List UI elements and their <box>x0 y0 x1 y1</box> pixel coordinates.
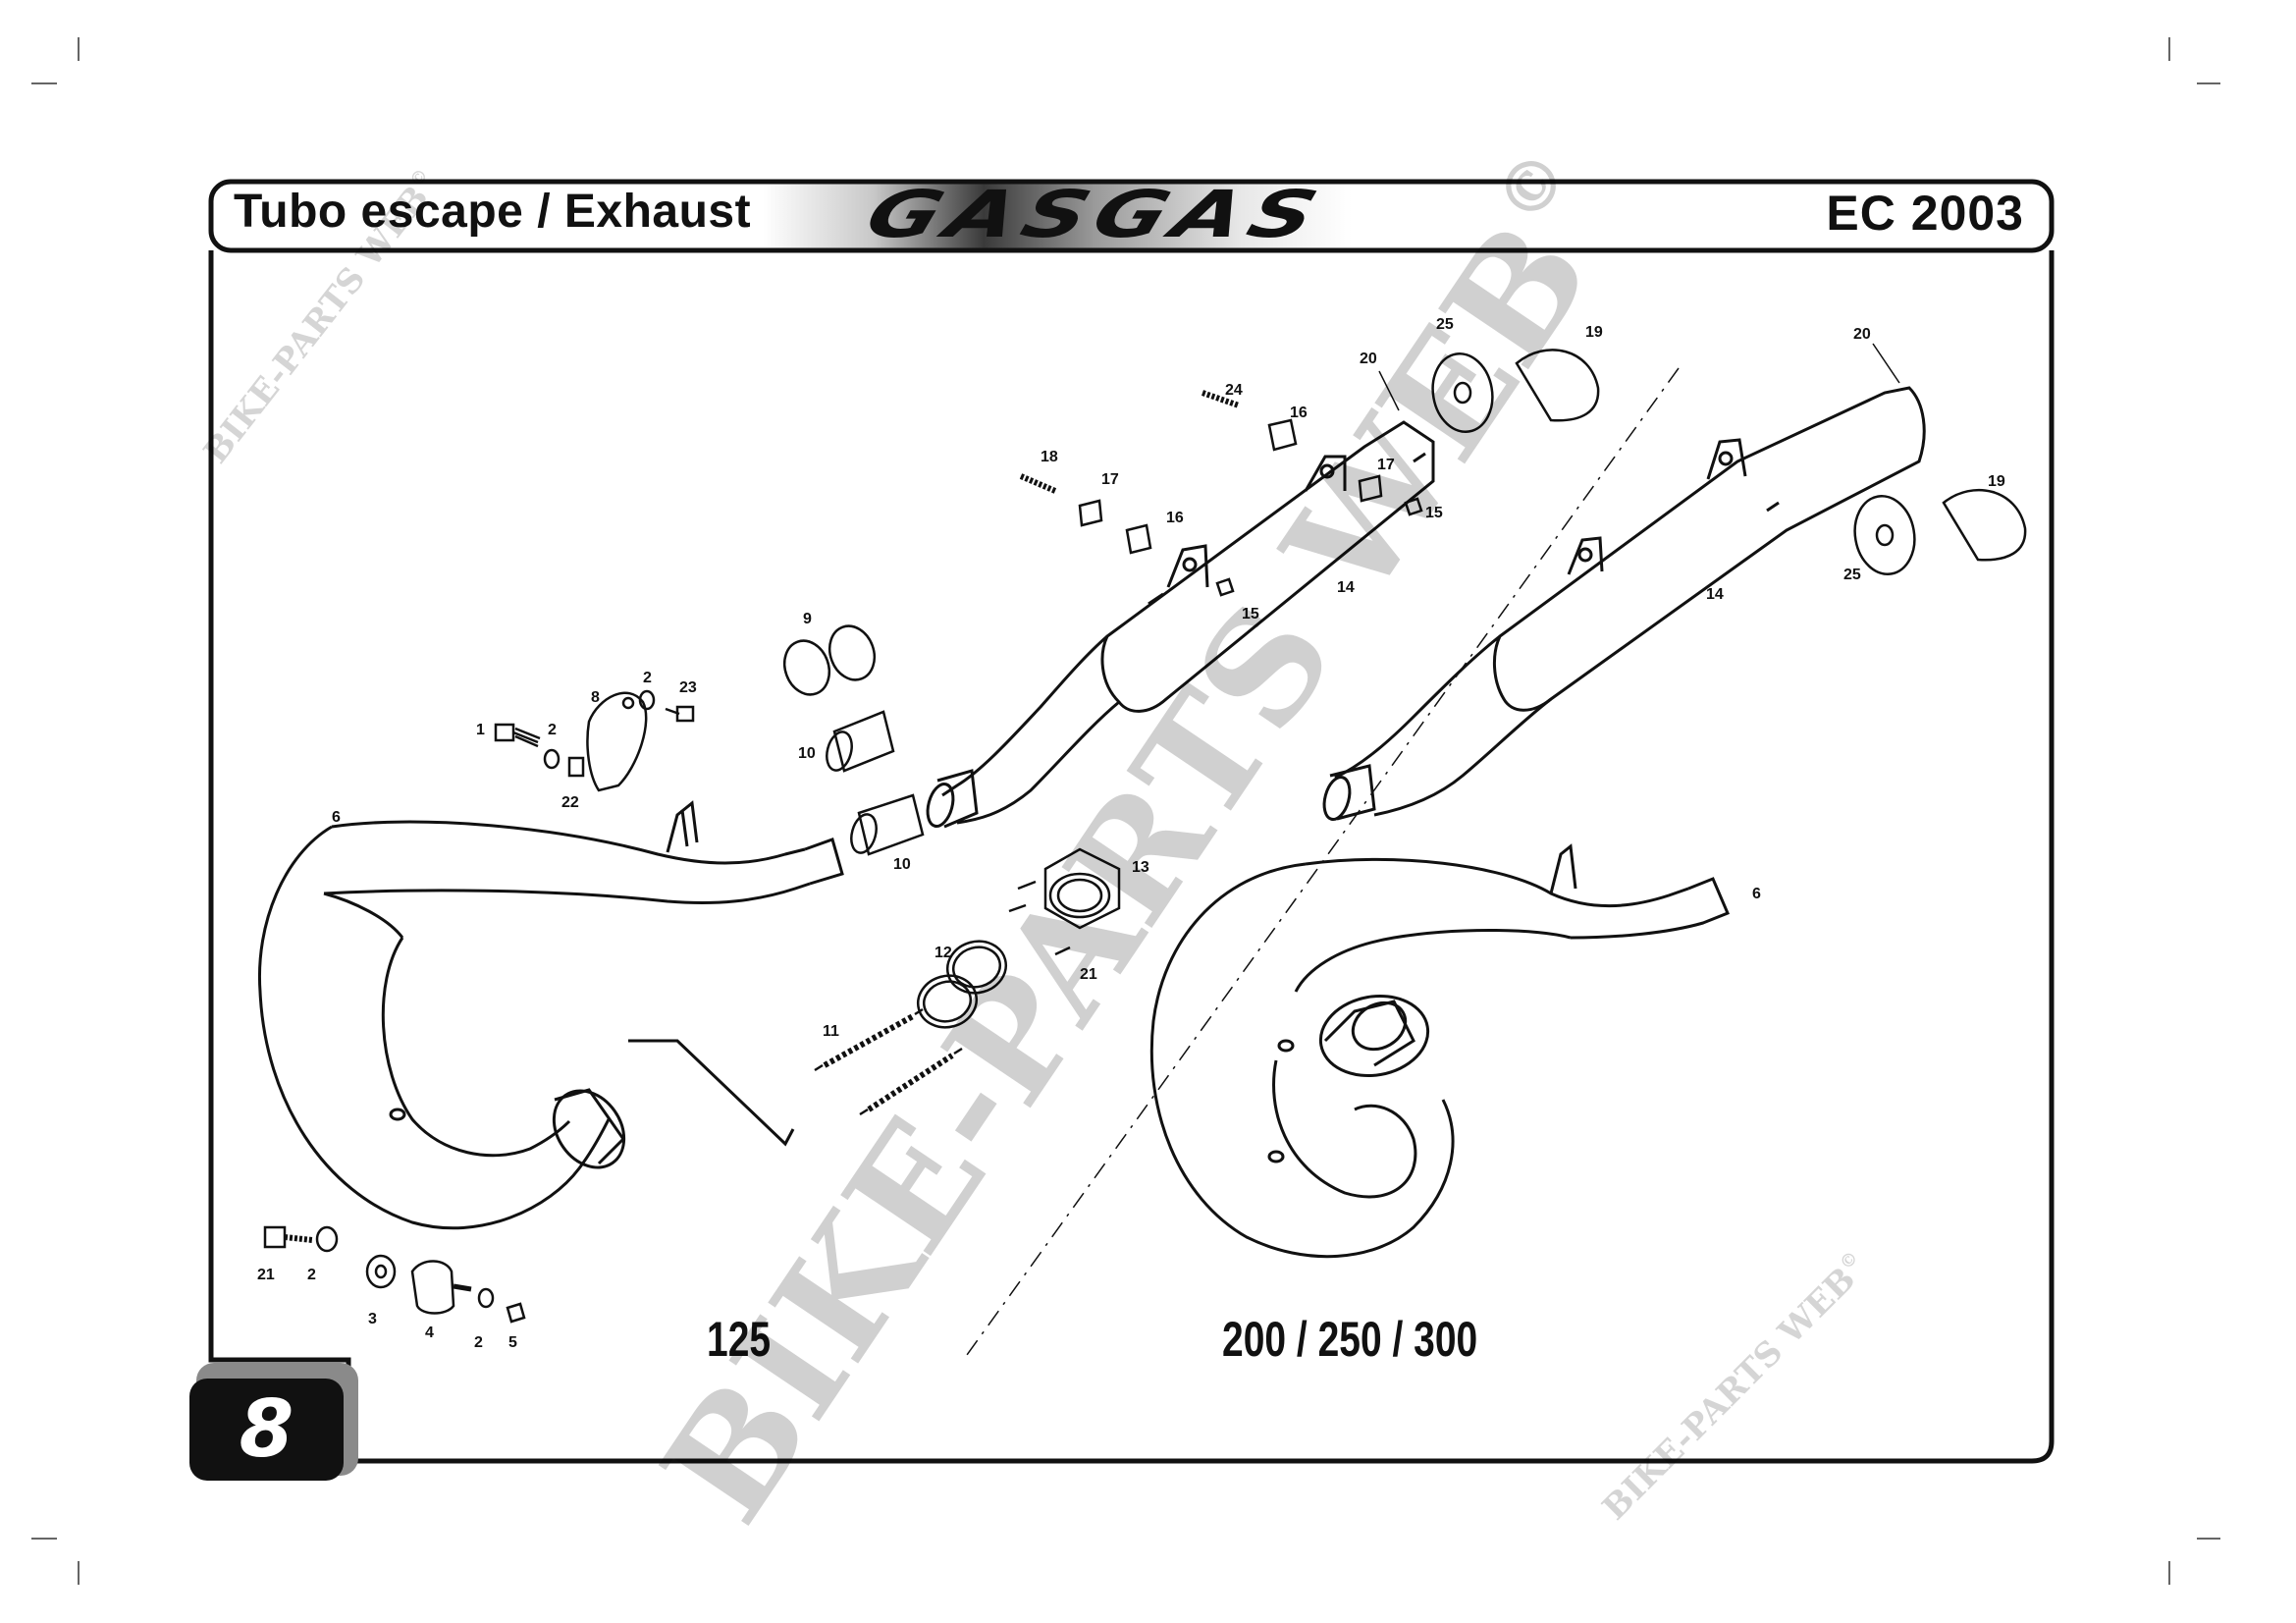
callout-4: 4 <box>425 1325 434 1341</box>
callout-11: 11 <box>823 1023 839 1040</box>
page-title: Tubo escape / Exhaust <box>234 186 752 238</box>
variant-label-125: 125 <box>707 1312 772 1367</box>
callout-16: 16 <box>1290 405 1308 421</box>
callout-18: 18 <box>1041 449 1058 465</box>
callout-14: 14 <box>1706 586 1724 603</box>
page-tab <box>189 1379 344 1481</box>
callout-20: 20 <box>1360 351 1377 367</box>
callout-2: 2 <box>307 1267 316 1283</box>
callout-20: 20 <box>1853 326 1871 343</box>
callout-10: 10 <box>893 856 911 873</box>
variant-label-200-250-300: 200 / 250 / 300 <box>1222 1312 1478 1367</box>
callout-25: 25 <box>1436 316 1454 333</box>
callout-25: 25 <box>1843 567 1861 583</box>
callout-19: 19 <box>1988 473 2005 490</box>
callout-19: 19 <box>1585 324 1603 341</box>
callout-1: 1 <box>476 722 485 738</box>
callout-23: 23 <box>679 679 697 696</box>
callout-16: 16 <box>1166 510 1184 526</box>
callout-24: 24 <box>1225 382 1243 399</box>
callout-13: 13 <box>1132 859 1149 876</box>
callout-12: 12 <box>934 945 952 961</box>
leader-lines <box>1378 343 1900 411</box>
callout-2: 2 <box>548 722 557 738</box>
model-label: EC 2003 <box>1826 186 2024 241</box>
callout-22: 22 <box>561 794 579 811</box>
silencer-125 <box>926 420 1435 829</box>
callout-3: 3 <box>368 1311 377 1327</box>
small-parts <box>263 349 2027 1324</box>
callout-15: 15 <box>1425 505 1443 521</box>
callout-6: 6 <box>1752 886 1761 902</box>
center-line <box>966 367 1680 1356</box>
callout-21: 21 <box>1080 966 1097 983</box>
page-number: 8 <box>239 1383 294 1475</box>
brand-logo: GASGAS <box>856 177 1335 252</box>
callout-10: 10 <box>798 745 816 762</box>
callout-17: 17 <box>1101 471 1119 488</box>
header-pipe-125 <box>257 800 844 1230</box>
callout-6: 6 <box>332 809 341 826</box>
callout-2: 2 <box>643 670 652 686</box>
callout-5: 5 <box>508 1334 517 1351</box>
callout-2: 2 <box>474 1334 483 1351</box>
callout-21: 21 <box>257 1267 275 1283</box>
silencer-200-250-300 <box>1322 386 1926 821</box>
callout-17: 17 <box>1377 457 1395 473</box>
crop-marks <box>31 37 2220 1585</box>
header-bar <box>208 179 2055 253</box>
callout-8: 8 <box>591 689 600 706</box>
callout-numbers: 1 2 2 2 2 3 4 5 6 6 8 9 10 10 11 12 13 1… <box>257 316 2005 1351</box>
header-pipe-200-250-300 <box>1149 843 1730 1259</box>
callout-14: 14 <box>1337 579 1355 596</box>
callout-9: 9 <box>803 611 812 627</box>
callout-15: 15 <box>1242 606 1259 622</box>
